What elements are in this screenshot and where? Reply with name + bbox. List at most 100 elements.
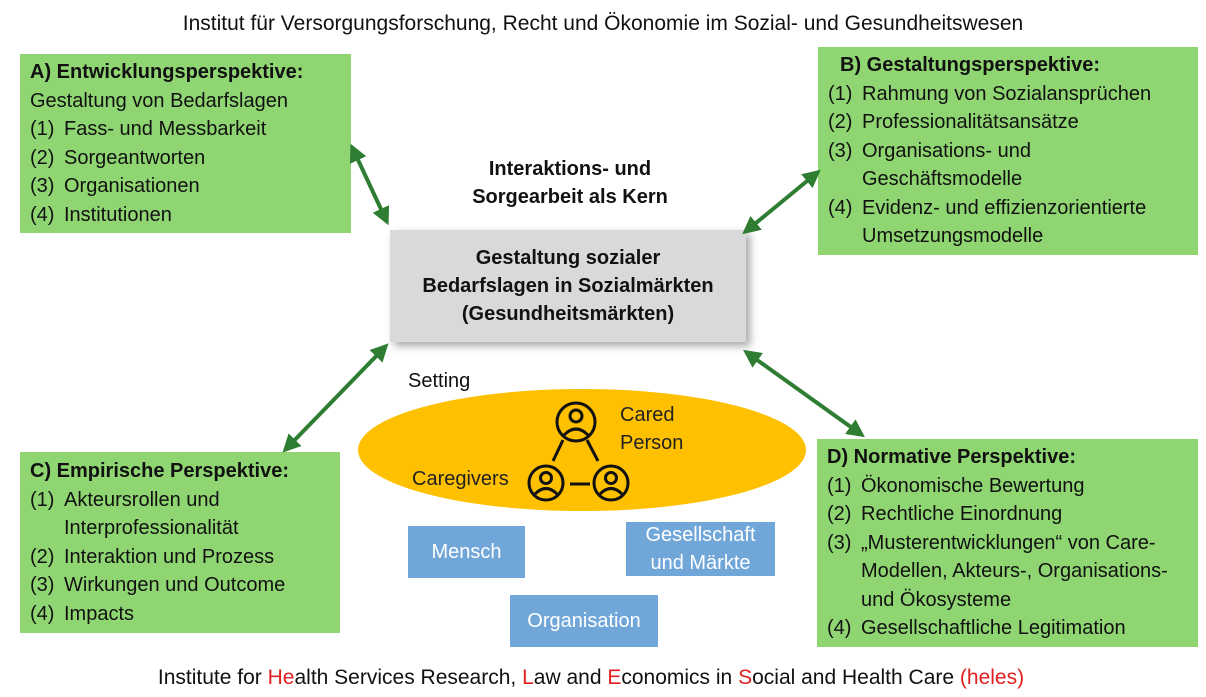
perspective-c-title: C) Empirische Perspektive: bbox=[30, 460, 289, 482]
list-item-text: Akteursrollen und Interprofessionalität bbox=[64, 488, 239, 540]
list-item: (3)Organisationen bbox=[30, 172, 341, 201]
connector-left bbox=[551, 439, 565, 462]
gesellschaft-line1: Gesellschaft bbox=[645, 524, 756, 546]
list-item-number: (3) bbox=[828, 139, 853, 162]
list-item: (2) Professionalitätsansätze bbox=[828, 108, 1190, 137]
list-item-number: (2) bbox=[30, 146, 55, 169]
list-item-text: Ökonomische Bewertung bbox=[861, 474, 1085, 497]
list-item-number: (3) bbox=[30, 574, 55, 596]
arrow-b-center bbox=[742, 169, 821, 235]
header-title: Institut für Versorgungsforschung, Recht… bbox=[182, 12, 1024, 35]
perspective-b-title: B) Gestaltungsperspektive: bbox=[840, 54, 1101, 76]
perspective-c-list: (1) Akteursrollen und Interprofessionalit… bbox=[30, 486, 332, 629]
footer-text: ocial and Health Care bbox=[752, 666, 960, 689]
arrow-a-center bbox=[349, 143, 390, 226]
cared-label-line2: Person bbox=[620, 432, 684, 454]
list-item-text: Organisations- und Geschäftsmodelle bbox=[862, 139, 1031, 191]
core-label-line2: Sorgearbeit als Kern bbox=[472, 186, 668, 208]
list-item-number: (2) bbox=[828, 111, 853, 133]
list-item-text: Gesellschaftliche Legitimation bbox=[861, 617, 1126, 639]
mensch-label: Mensch bbox=[431, 541, 502, 563]
list-item: (4) Evidenz- und effizienzorientierte Ums… bbox=[828, 194, 1190, 251]
list-item-number: (1) bbox=[30, 488, 55, 511]
list-item: (1) Ökonomische Bewertung bbox=[827, 472, 1192, 501]
footer-highlight: He bbox=[267, 666, 295, 689]
cared-label-line1: Cared bbox=[620, 404, 675, 426]
center-line3: (Gesundheitsmärkten) bbox=[461, 303, 675, 325]
perspective-d-title: D) Normative Perspektive: bbox=[827, 446, 1076, 468]
list-item: (3) Organisations- und Geschäftsmodelle bbox=[828, 137, 1190, 194]
perspective-a-subtitle: Gestaltung von Bedarfslagen bbox=[30, 89, 288, 112]
gesellschaft-line2: und Märkte bbox=[650, 552, 751, 574]
list-item-text: Interaktion und Prozess bbox=[64, 545, 275, 568]
list-item-number: (2) bbox=[30, 545, 55, 568]
footer-text: alth Services Research, bbox=[294, 666, 523, 689]
list-item: (3) Wirkungen und Outcome bbox=[30, 571, 332, 600]
perspective-a-title: A) Entwicklungsperspektive: bbox=[30, 61, 304, 83]
perspective-b-list: (1)Rahmung von Sozialansprüchen(2) Profes… bbox=[828, 80, 1190, 251]
list-item-text: Institutionen bbox=[64, 203, 172, 226]
list-item-number: (3) bbox=[827, 531, 852, 554]
list-item-number: (4) bbox=[30, 203, 55, 226]
list-item: (1)Rahmung von Sozialansprüchen bbox=[828, 80, 1190, 109]
list-item-number: (1) bbox=[828, 82, 853, 105]
perspective-a-box: A) Entwicklungsperspektive: Gestaltung v… bbox=[20, 54, 351, 233]
person-icon bbox=[555, 401, 597, 443]
list-item-text: Impacts bbox=[64, 602, 135, 625]
setting-ellipse bbox=[358, 389, 806, 511]
list-item: (4) Gesellschaftliche Legitimation bbox=[827, 614, 1192, 643]
list-item-number: (4) bbox=[828, 196, 853, 219]
caregivers-label: Caregivers bbox=[412, 468, 509, 490]
center-box: Gestaltung sozialer Bedarfslagen in Sozi… bbox=[390, 230, 746, 342]
list-item: (4) Impacts bbox=[30, 600, 332, 629]
list-item-text: Wirkungen und Outcome bbox=[64, 574, 286, 596]
arrow-c-center bbox=[282, 343, 389, 453]
gesellschaft-box: Gesellschaft und Märkte bbox=[626, 522, 775, 576]
mensch-box: Mensch bbox=[408, 526, 525, 578]
perspective-d-box: D) Normative Perspektive: (1) Ökonomische… bbox=[817, 439, 1198, 647]
footer-highlight: (heles) bbox=[959, 666, 1025, 689]
footer-text: conomics in bbox=[621, 666, 739, 689]
footer-title: Institute for Health Services Research, … bbox=[0, 666, 1182, 690]
list-item-text: „Musterentwicklungen“ von Care-Modellen,… bbox=[861, 531, 1168, 611]
cared-person-label: Cared Person bbox=[620, 401, 683, 457]
perspective-d-list: (1) Ökonomische Bewertung (2)Rechtliche Ei… bbox=[827, 472, 1192, 643]
perspective-b-box: B) Gestaltungsperspektive: (1)Rahmung vo… bbox=[818, 47, 1198, 255]
person-icon bbox=[527, 464, 565, 502]
list-item: (2) Sorgeantworten bbox=[30, 144, 341, 173]
center-line1: Gestaltung sozialer bbox=[475, 247, 661, 269]
list-item-number: (1) bbox=[827, 474, 852, 497]
connector-right bbox=[585, 439, 600, 462]
arrow-d-center bbox=[743, 349, 865, 438]
core-label-line1: Interaktions- und bbox=[488, 158, 652, 180]
list-item-number: (4) bbox=[827, 617, 852, 639]
list-item-text: Fass- und Messbarkeit bbox=[64, 118, 267, 140]
footer-highlight: E bbox=[607, 666, 622, 689]
list-item: (1) Akteursrollen und Interprofessionalit… bbox=[30, 486, 332, 543]
list-item: (1) Fass- und Messbarkeit bbox=[30, 115, 341, 144]
setting-label: Setting bbox=[408, 370, 471, 392]
list-item-text: Sorgeantworten bbox=[64, 146, 206, 169]
list-item-text: Evidenz- und effizienzorientierte Umsetz… bbox=[862, 196, 1147, 248]
footer-highlight: S bbox=[738, 666, 753, 689]
list-item: (3) „Musterentwicklungen“ von Care-Modell… bbox=[827, 529, 1192, 615]
footer-text: aw and bbox=[533, 666, 608, 689]
list-item-number: (4) bbox=[30, 602, 55, 625]
center-line2: Bedarfslagen in Sozialmärkten bbox=[422, 275, 714, 297]
list-item-number: (2) bbox=[827, 503, 852, 525]
footer-text: Institute for bbox=[157, 666, 268, 689]
person-icon bbox=[592, 464, 630, 502]
list-item-number: (3) bbox=[30, 175, 55, 197]
organisation-label: Organisation bbox=[527, 610, 641, 632]
list-item: (2)Rechtliche Einordnung bbox=[827, 500, 1192, 529]
list-item-number: (1) bbox=[30, 118, 55, 140]
footer-highlight: L bbox=[522, 666, 534, 689]
perspective-a-list: (1) Fass- und Messbarkeit (2) Sorgeantworte… bbox=[30, 115, 341, 229]
list-item: (2) Interaktion und Prozess bbox=[30, 543, 332, 572]
list-item: (4) Institutionen bbox=[30, 201, 341, 230]
organisation-box: Organisation bbox=[510, 595, 658, 647]
list-item-text: Professionalitätsansätze bbox=[862, 111, 1079, 133]
core-label: Interaktions- und Sorgearbeit als Kern bbox=[440, 155, 700, 211]
perspective-c-box: C) Empirische Perspektive: (1) Akteursrol… bbox=[20, 452, 340, 633]
